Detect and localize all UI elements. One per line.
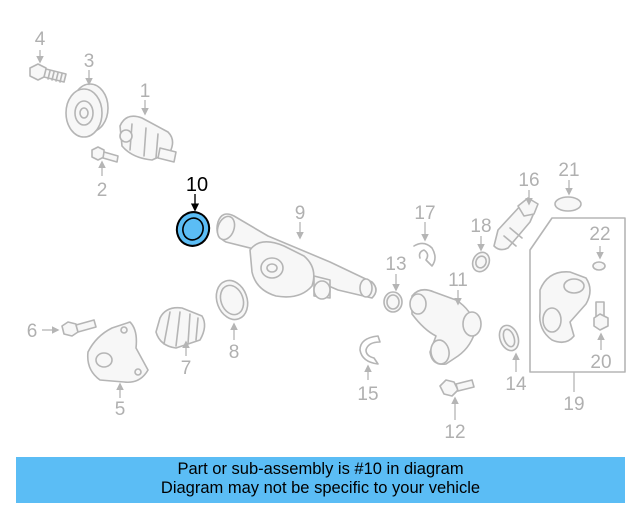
part-7-thermostat[interactable] [155, 306, 206, 349]
callout-3: 3 [84, 51, 95, 72]
part-17-clip[interactable] [413, 242, 436, 267]
callout-7: 7 [181, 358, 192, 379]
part-1-pump[interactable] [119, 115, 177, 163]
callout-21: 21 [558, 160, 579, 181]
part-15-clip[interactable] [359, 335, 381, 365]
part-6-bolt[interactable] [61, 319, 97, 337]
callout-6: 6 [27, 321, 38, 342]
part-13-oring[interactable] [383, 291, 403, 313]
callout-12: 12 [444, 422, 465, 443]
part-18-oring[interactable] [470, 250, 493, 275]
part-10-gasket[interactable] [172, 208, 214, 251]
part-5-bracket[interactable] [86, 321, 149, 384]
part-3-pulley[interactable] [65, 83, 109, 138]
callout-15: 15 [357, 384, 378, 405]
callout-5: 5 [115, 399, 126, 420]
parts-diagram: 4 3 1 2 10 9 8 7 6 5 13 17 18 11 15 14 1… [27, 29, 626, 443]
callout-9: 9 [295, 203, 306, 224]
callout-14: 14 [505, 374, 527, 395]
part-14-oring[interactable] [496, 323, 522, 354]
part-12-bolt[interactable] [439, 379, 475, 397]
callout-1: 1 [140, 81, 151, 102]
info-banner: Part or sub-assembly is #10 in diagram D… [16, 457, 625, 503]
part-16-sensor[interactable] [493, 197, 539, 251]
part-8-gasket[interactable] [211, 276, 253, 324]
part-4-bolt[interactable] [29, 63, 67, 83]
callout-4: 4 [35, 29, 46, 50]
part-19-assembly[interactable] [529, 217, 626, 373]
callout-16: 16 [518, 170, 539, 191]
callout-11: 11 [448, 270, 468, 291]
callout-18: 18 [470, 216, 491, 237]
part-11-outlet[interactable] [409, 288, 482, 366]
part-2-bolt[interactable] [91, 146, 119, 163]
callout-8: 8 [229, 342, 240, 363]
callout-10: 10 [186, 174, 208, 196]
banner-line-2: Diagram may not be specific to your vehi… [160, 479, 481, 497]
part-9-housing[interactable] [214, 213, 377, 300]
callout-20: 20 [590, 352, 611, 373]
callout-2: 2 [97, 180, 108, 201]
callout-13: 13 [385, 254, 406, 275]
callout-19: 19 [563, 394, 584, 415]
banner-line-1: Part or sub-assembly is #10 in diagram [177, 460, 464, 478]
callout-22: 22 [589, 224, 610, 245]
part-20-bolt[interactable] [593, 301, 609, 331]
part-21-oring[interactable] [554, 196, 582, 212]
callout-17: 17 [414, 203, 435, 224]
part-22-ring[interactable] [592, 261, 606, 271]
